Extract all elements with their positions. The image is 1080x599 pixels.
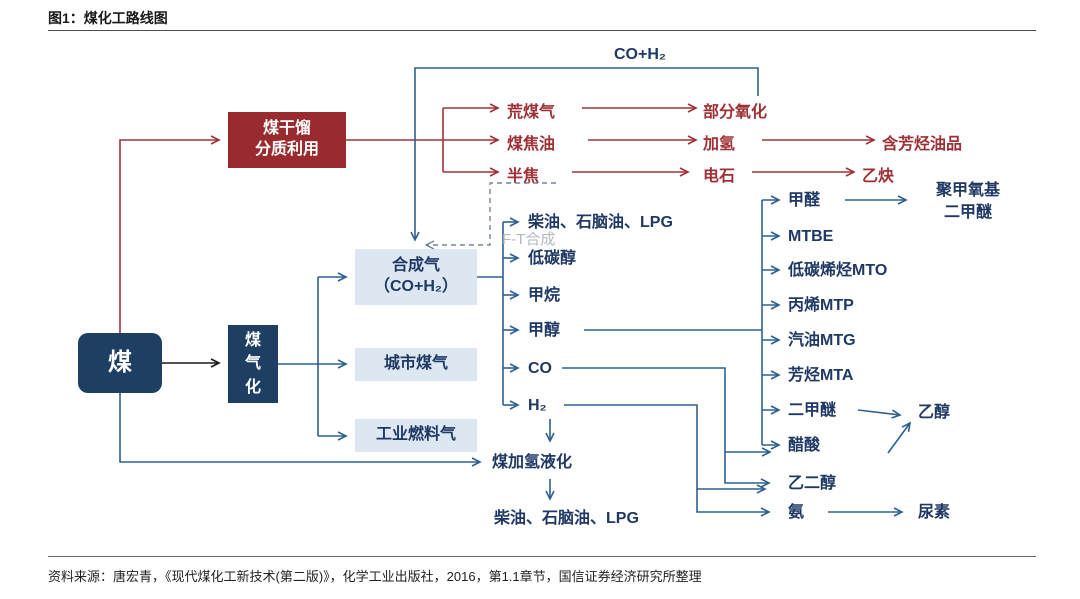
partial-oxidation-label: 部分氧化 [703, 104, 768, 121]
figure-title: 图1：煤化工路线图 [48, 10, 168, 26]
co-label: CO [528, 360, 552, 377]
diesel-naphtha-lpg-bottom-label: 柴油、石脑油、LPG [494, 510, 639, 527]
coal-hydro-liquefaction-label: 煤加氢液化 [492, 454, 573, 471]
ammonia-label: 氨 [788, 504, 805, 521]
red-pyrolysis-connectors [119, 103, 876, 333]
aromatic-oils-label: 含芳烃油品 [882, 136, 963, 153]
ethanol-label: 乙醇 [918, 404, 951, 421]
footer-divider [48, 556, 1036, 557]
blue-gasification-connectors [119, 67, 912, 517]
methanol-label: 甲醇 [528, 322, 561, 339]
coal-gasification-box: 煤 气 化 [228, 325, 278, 403]
formaldehyde-label: 甲醛 [788, 192, 821, 209]
h2-label: H₂ [528, 397, 547, 414]
ft-synthesis-label: F-T合成 [502, 231, 556, 248]
calcium-carbide-label: 电石 [703, 168, 736, 185]
hydrogenation-label: 加氢 [703, 136, 736, 153]
mtp-label: 丙烯MTP [788, 297, 854, 314]
city-gas-box: 城市煤气 [355, 348, 477, 381]
urea-label: 尿素 [918, 504, 951, 521]
raw-coal-gas-label: 荒煤气 [507, 104, 556, 121]
methane-label: 甲烷 [528, 287, 561, 304]
mta-label: 芳烃MTA [788, 367, 854, 384]
acetic-acid-label: 醋酸 [788, 437, 821, 454]
co-h2-feedback-label: CO+H₂ [614, 46, 667, 63]
coal-pyrolysis-box: 煤干馏 分质利用 [228, 112, 346, 168]
semi-coke-label: 半焦 [507, 168, 540, 185]
title-divider [48, 30, 1036, 31]
diesel-naphtha-lpg-top-label: 柴油、石脑油、LPG [528, 214, 673, 231]
syngas-box: 合成气 （CO+H₂） [355, 249, 477, 305]
polyoxymethylene-dme-label: 聚甲氧基 二甲醚 [935, 182, 1000, 221]
mtg-label: 汽油MTG [788, 332, 856, 349]
dme-label: 二甲醚 [788, 402, 837, 419]
industrial-fuel-gas-box: 工业燃料气 [355, 419, 477, 452]
acetylene-label: 乙炔 [862, 168, 895, 185]
mtbe-label: MTBE [788, 228, 834, 245]
ethylene-glycol-label: 乙二醇 [788, 475, 837, 492]
mto-label: 低碳烯烃MTO [788, 262, 888, 279]
low-carbon-alcohols-label: 低碳醇 [528, 250, 577, 267]
source-note: 资料来源：唐宏青，《现代煤化工新技术(第二版)》，化学工业出版社，2016，第1… [48, 569, 702, 584]
coal-box: 煤 [78, 333, 162, 393]
coal-tar-label: 煤焦油 [507, 136, 556, 153]
